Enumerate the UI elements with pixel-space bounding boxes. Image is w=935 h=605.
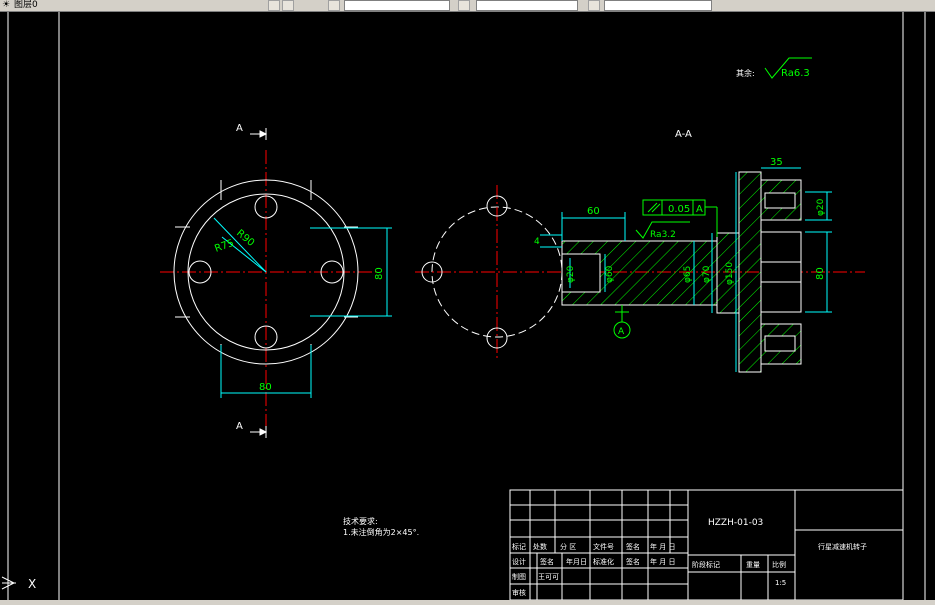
dim-d65: φ65: [683, 266, 693, 283]
title-block-text: 标记 处数 分 区 文件号 签名 年 月 日 设计 签名 年月日 标准化 签名 …: [512, 542, 867, 597]
dim-r90: R90: [234, 228, 256, 249]
dim-vertical-80: 80: [374, 267, 385, 280]
ucs-x-label: X: [28, 577, 36, 591]
phantom-hole-top: [486, 195, 508, 217]
color-dropdown[interactable]: [344, 0, 450, 11]
datum-symbol: [613, 305, 631, 339]
tolerance-value: 0.05: [668, 204, 690, 215]
tolerance-datum: A: [696, 204, 703, 215]
dim-d150: φ150: [725, 262, 735, 285]
linetype-button[interactable]: [458, 0, 470, 11]
section-title: A-A: [675, 129, 692, 140]
color-control-button[interactable]: [328, 0, 340, 11]
dim-d20-left: φ20: [566, 265, 576, 283]
layout-tabs-bar[interactable]: [0, 600, 935, 605]
ucs-icon: [1, 576, 16, 590]
section-view: A-A: [534, 129, 832, 373]
technical-notes: 技术要求: 1.未注倒角为2×45°.: [343, 516, 419, 537]
section-marker-top-symbol: [250, 128, 268, 140]
section-marker-bottom: A: [236, 421, 243, 432]
tb-drafter-name: 王可可: [538, 573, 559, 581]
flange-bottom-hole: [764, 335, 796, 352]
tb-drawing-number: HZZH-01-03: [708, 518, 763, 528]
radius-dim-line-inner: [221, 236, 267, 273]
layer-name-text[interactable]: 图层0: [14, 0, 38, 10]
tb-label-standard: 标准化: [593, 557, 614, 566]
title-block-grid: [510, 490, 688, 600]
left-view: R90 R75 80 80 A A: [160, 123, 392, 438]
tb-label-design: 设计: [512, 557, 526, 566]
section-dim-lines: [540, 167, 832, 372]
shaft-bore: [561, 253, 601, 293]
tb-scale-value: 1:5: [775, 579, 786, 587]
tolerance-frame: [642, 199, 718, 237]
section-marker-bottom-symbol: [250, 426, 268, 438]
section-marker-top: A: [236, 123, 243, 134]
bolt-hole-top: [254, 195, 278, 219]
roughness-symbol-small: [635, 221, 690, 239]
tb-label-mark: 标记: [512, 542, 526, 551]
inner-circle: [187, 193, 345, 351]
dim-4: 4: [534, 237, 540, 247]
layer-state-icon[interactable]: ☀: [2, 0, 11, 10]
drawing-frame: [7, 12, 926, 605]
tb-label-count: 处数: [533, 542, 547, 551]
dim-r75: R75: [213, 238, 235, 255]
dim-horizontal-80: 80: [259, 382, 272, 393]
dim-80-section: 80: [815, 267, 826, 280]
roughness-ra32: Ra3.2: [650, 230, 676, 240]
phantom-hole-left: [421, 261, 443, 283]
phantom-hole-bottom: [486, 327, 508, 349]
linetype-dropdown[interactable]: [476, 0, 578, 11]
lineweight-dropdown[interactable]: [604, 0, 712, 11]
dim-horizontal-80-lines: [220, 345, 312, 398]
dim-vertical-80-lines: [310, 227, 392, 317]
tb-label-review: 审核: [512, 588, 526, 597]
toolbar: ☀ 图层0: [0, 0, 935, 12]
notes-title: 技术要求:: [343, 516, 378, 526]
outer-circle: [173, 179, 359, 365]
dim-60: 60: [587, 206, 600, 217]
tb-label-draw: 制图: [512, 572, 526, 581]
bolt-hole-left: [188, 260, 212, 284]
surface-finish-label: 其余:: [736, 68, 755, 78]
flange-section: [738, 171, 762, 373]
dim-35: 35: [770, 157, 783, 168]
layer-previous-button[interactable]: [282, 0, 294, 11]
bolt-hole-right: [320, 260, 344, 284]
tb-label-date3: 年 月 日: [650, 557, 675, 566]
tb-label-zone: 分 区: [560, 542, 576, 551]
tb-weight-label: 重量: [746, 561, 760, 569]
radius-dim-line-outer: [213, 217, 267, 273]
surface-finish-symbol: [764, 57, 812, 79]
drawing-canvas[interactable]: R90 R75 80 80 A A: [0, 12, 935, 605]
surface-finish-value: Ra6.3: [781, 68, 810, 79]
dim-d60: φ60: [605, 265, 615, 283]
plotstyle-button[interactable]: [588, 0, 600, 11]
datum-label: A: [618, 327, 625, 337]
dim-d70: φ70: [702, 265, 712, 283]
tb-label-sign2: 签名: [540, 557, 554, 566]
tb-stage-label: 阶段标记: [692, 560, 720, 569]
tb-label-date: 年 月 日: [650, 542, 675, 551]
flange-center-slot: [760, 261, 802, 283]
tb-label-file: 文件号: [593, 542, 614, 551]
tb-part-name: 行星减速机转子: [818, 542, 867, 551]
surface-finish-note: 其余: Ra6.3: [736, 57, 812, 79]
flange-top-hole: [764, 192, 796, 209]
tb-label-sign3: 签名: [626, 557, 640, 566]
tb-label-date2: 年月日: [566, 557, 587, 566]
tb-scale-label: 比例: [772, 560, 786, 569]
bolt-hole-bottom: [254, 325, 278, 349]
tb-label-sign: 签名: [626, 542, 640, 551]
notes-line-1: 1.未注倒角为2×45°.: [343, 527, 419, 537]
dim-d20-right: φ20: [816, 198, 826, 216]
layer-manager-button[interactable]: [268, 0, 280, 11]
